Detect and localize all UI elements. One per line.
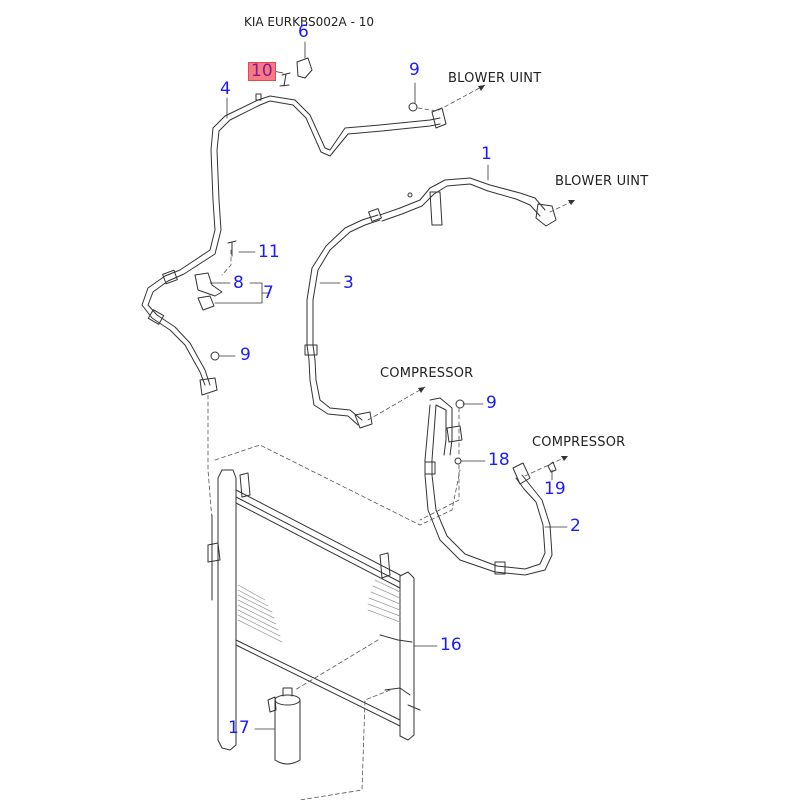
clamp-7 xyxy=(197,295,215,311)
condenser xyxy=(207,469,421,751)
nut-9-left xyxy=(210,351,220,361)
part-label-9[interactable]: 9 xyxy=(486,393,497,413)
dash-compressor-mid xyxy=(367,386,426,421)
diagram-title: KIA EURKBS002A - 10 xyxy=(244,15,374,29)
part-label-11[interactable]: 11 xyxy=(258,242,280,262)
part-label-6[interactable]: 6 xyxy=(298,22,309,42)
part-label-16[interactable]: 16 xyxy=(440,635,462,655)
pipe-4 xyxy=(141,93,447,396)
part-label-9[interactable]: 9 xyxy=(240,345,251,365)
pipe-1 xyxy=(379,177,557,227)
callout-blower-mid: BLOWER UINT xyxy=(555,174,649,189)
bracket-6 xyxy=(296,57,313,79)
part-label-2[interactable]: 2 xyxy=(570,516,581,536)
part-label-17[interactable]: 17 xyxy=(228,718,250,738)
callout-compressor-right: COMPRESSOR xyxy=(532,435,626,450)
pipe-3 xyxy=(304,208,382,429)
pipe-2 xyxy=(424,397,553,576)
part-label-10[interactable]: 10 xyxy=(248,62,276,81)
clamp-8 xyxy=(194,272,223,297)
callout-compressor-mid: COMPRESSOR xyxy=(380,366,474,381)
part-label-4[interactable]: 4 xyxy=(220,79,231,99)
part-label-8[interactable]: 8 xyxy=(233,273,244,293)
washer-18 xyxy=(454,457,462,465)
dash-condenser-loop xyxy=(214,444,461,526)
bolt-11 xyxy=(227,240,237,257)
receiver-drier xyxy=(267,687,301,765)
condenser-fins xyxy=(237,579,401,643)
part-label-18[interactable]: 18 xyxy=(488,450,510,470)
part-label-9[interactable]: 9 xyxy=(409,60,420,80)
callout-blower-top: BLOWER UINT xyxy=(448,71,542,86)
part-label-19[interactable]: 19 xyxy=(544,479,566,499)
nut-9-top xyxy=(408,102,418,112)
bolt-10 xyxy=(279,72,291,87)
part-label-7[interactable]: 7 xyxy=(263,283,274,303)
dash-left-vertical xyxy=(207,394,213,521)
part-label-3[interactable]: 3 xyxy=(343,273,354,293)
dash-blower-top xyxy=(417,84,486,112)
part-label-1[interactable]: 1 xyxy=(481,144,492,164)
dash-compressor-right xyxy=(524,455,569,477)
